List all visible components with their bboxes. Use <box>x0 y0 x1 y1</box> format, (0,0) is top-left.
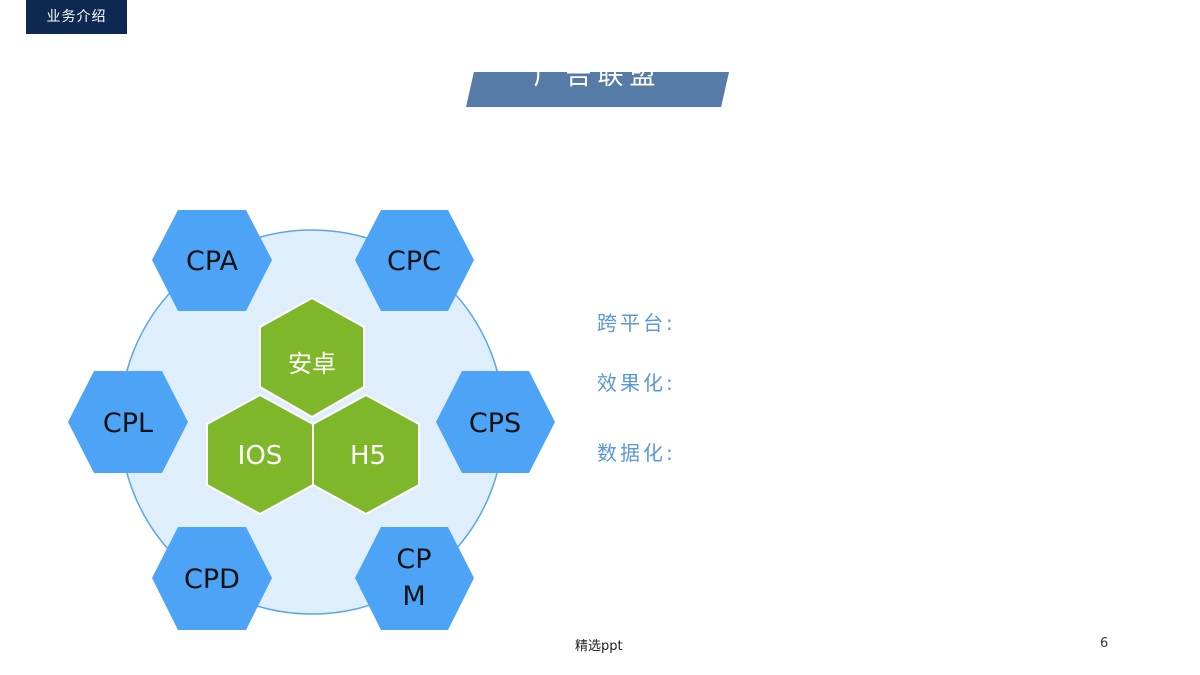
hex-label: CPA <box>186 246 238 277</box>
hex-label: CPL <box>103 408 153 439</box>
hex-cpl: CPL <box>68 371 188 473</box>
page-title: 广告联盟 <box>533 72 662 91</box>
page-number: 6 <box>1100 636 1109 651</box>
hex-h5: H5 <box>312 393 420 516</box>
hex-android: 安卓 <box>259 296 365 419</box>
hex-cps: CPS <box>436 371 555 473</box>
feature-data-driven: 数据化: <box>597 441 676 465</box>
hex-cpd: CPD <box>152 527 272 630</box>
hex-label: CPC <box>387 246 441 277</box>
section-tag: 业务介绍 <box>26 0 127 34</box>
hex-label: CPS <box>469 408 521 439</box>
hex-label: CP <box>396 544 431 575</box>
feature-effectiveness: 效果化: <box>597 371 676 395</box>
hex-label: 安卓 <box>288 350 336 378</box>
title-banner: 广告联盟 <box>466 72 729 107</box>
hex-cpc: CPC <box>355 210 474 311</box>
hex-label: H5 <box>350 441 386 471</box>
hex-cpa: CPA <box>152 210 272 311</box>
footer-text: 精选ppt <box>575 639 623 654</box>
hex-label: M <box>402 581 425 612</box>
hex-label: IOS <box>238 441 283 471</box>
hex-cpm: CP M <box>355 527 474 630</box>
hex-label: CPD <box>184 564 240 595</box>
feature-cross-platform: 跨平台: <box>597 311 676 335</box>
